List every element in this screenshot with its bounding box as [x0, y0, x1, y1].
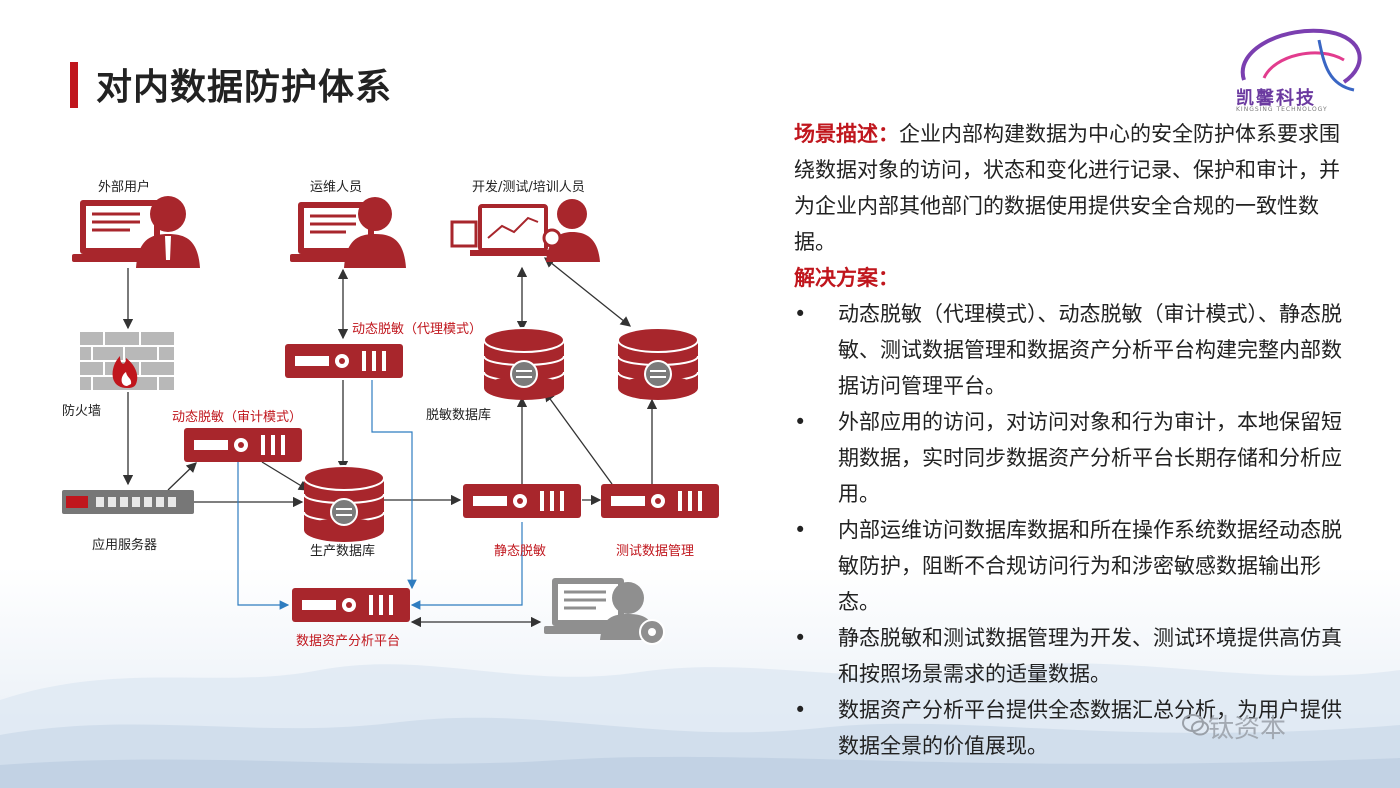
solution-item-text: 数据资产分析平台提供全态数据汇总分析，为用户提供数据全景的价值展现。 [838, 698, 1342, 758]
watermark: 钛资本 [1208, 714, 1287, 744]
bullet-icon: • [794, 302, 807, 326]
masked-db-icon-2 [617, 327, 699, 400]
logo-name: 凯馨科技 [1236, 88, 1316, 109]
dynamic-mask-audit-server [184, 428, 302, 462]
solution-list: • 动态脱敏（代理模式）、动态脱敏（审计模式）、静态脱敏、测试数据管理和数据资产分… [794, 296, 1354, 764]
dev-staff-icon [450, 199, 600, 262]
dynamic-mask-proxy-server [285, 344, 403, 378]
solution-item-text: 静态脱敏和测试数据管理为开发、测试环境提供高仿真和按照场景需求的适量数据。 [838, 626, 1342, 686]
title-accent-bar [70, 62, 78, 108]
firewall-label: 防火墙 [62, 404, 102, 419]
list-item: • 数据资产分析平台提供全态数据汇总分析，为用户提供数据全景的价值展现。 [794, 692, 1354, 764]
list-item: • 外部应用的访问，对访问对象和行为审计，本地保留短期数据，实时同步数据资产分析平… [794, 404, 1354, 512]
admin-workstation-icon [544, 578, 665, 645]
bullet-icon: • [794, 626, 807, 650]
ops-staff-icon [290, 197, 406, 268]
masked-db-label: 脱敏数据库 [426, 408, 492, 423]
scenario-paragraph: 场景描述：企业内部构建数据为中心的安全防护体系要求围绕数据对象的访问，状态和变化… [794, 116, 1354, 260]
external-user-icon [72, 196, 200, 268]
wechat-icon [1182, 714, 1209, 736]
list-item: • 动态脱敏（代理模式）、动态脱敏（审计模式）、静态脱敏、测试数据管理和数据资产分… [794, 296, 1354, 404]
description-panel: 场景描述：企业内部构建数据为中心的安全防护体系要求围绕数据对象的访问，状态和变化… [794, 116, 1354, 764]
asset-platform-server [292, 588, 410, 622]
test-mgmt-label: 测试数据管理 [616, 544, 695, 559]
static-mask-label: 静态脱敏 [494, 544, 547, 559]
dyn-audit-label: 动态脱敏（审计模式） [172, 410, 303, 425]
firewall-icon [80, 332, 174, 390]
solution-item-text: 外部应用的访问，对访问对象和行为审计，本地保留短期数据，实时同步数据资产分析平台… [838, 410, 1342, 506]
list-item: • 静态脱敏和测试数据管理为开发、测试环境提供高仿真和按照场景需求的适量数据。 [794, 620, 1354, 692]
test-data-mgmt-server [601, 484, 719, 518]
bullet-icon: • [794, 518, 807, 542]
page-title: 对内数据防护体系 [96, 67, 393, 108]
scenario-text: 企业内部构建数据为中心的安全防护体系要求围绕数据对象的访问，状态和变化进行记录、… [794, 122, 1340, 254]
bullet-icon: • [794, 698, 807, 722]
connector-lines [122, 257, 658, 628]
app-server-label: 应用服务器 [92, 538, 158, 553]
solution-item-text: 内部运维访问数据库数据和所在操作系统数据经动态脱敏防护，阻断不合规访问行为和涉密… [838, 518, 1342, 614]
solution-item-text: 动态脱敏（代理模式）、动态脱敏（审计模式）、静态脱敏、测试数据管理和数据资产分析… [838, 302, 1342, 398]
bullet-icon: • [794, 410, 807, 434]
solution-heading: 解决方案： [794, 266, 899, 290]
asset-platform-label: 数据资产分析平台 [296, 634, 401, 649]
dyn-proxy-label: 动态脱敏（代理模式） [352, 322, 483, 337]
app-server-icon [62, 490, 194, 514]
prod-db-label: 生产数据库 [310, 544, 376, 559]
scenario-heading: 场景描述： [794, 122, 899, 146]
prod-db-icon [303, 465, 385, 542]
static-mask-server [463, 484, 581, 518]
external-user-label: 外部用户 [98, 180, 151, 195]
masked-db-icon-1 [483, 327, 565, 400]
logo-subtitle: KINGSING TECHNOLOGY [1236, 106, 1328, 113]
audit-sync-lines [237, 380, 523, 610]
ops-staff-label: 运维人员 [310, 180, 363, 195]
list-item: • 内部运维访问数据库数据和所在操作系统数据经动态脱敏防护，阻断不合规访问行为和涉… [794, 512, 1354, 620]
company-logo [1240, 28, 1362, 92]
dev-staff-label: 开发/测试/培训人员 [472, 180, 585, 195]
